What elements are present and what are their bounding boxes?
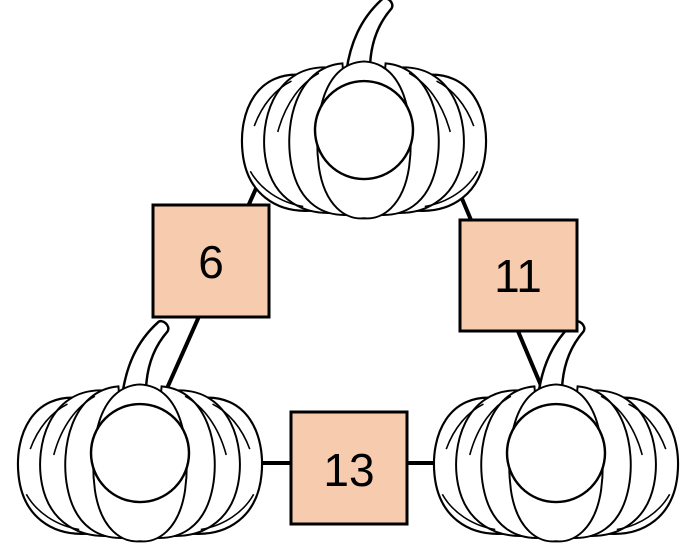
sum-box-bottom-value: 13 (323, 444, 374, 496)
sum-box-left-value: 6 (198, 236, 224, 288)
sum-box-bottom: 13 (289, 410, 409, 526)
sum-box-right: 11 (458, 218, 579, 333)
pumpkin-bottom-right (432, 319, 680, 543)
pumpkin-bottom-left (16, 319, 264, 543)
sum-box-right-value: 11 (494, 250, 542, 302)
sum-box-left: 6 (151, 203, 271, 319)
pumpkin-top (240, 0, 488, 220)
